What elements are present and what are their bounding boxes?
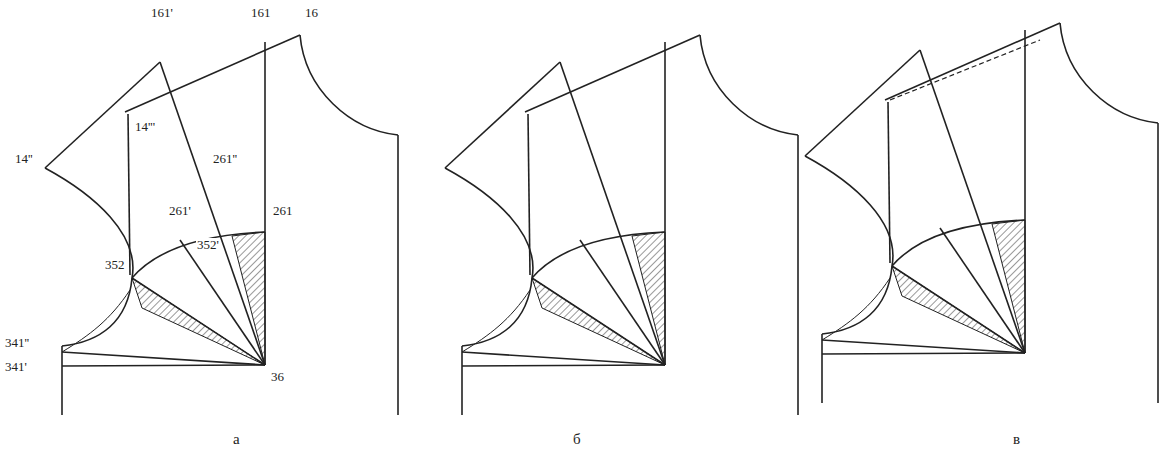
dashed-line [890, 40, 1040, 100]
point-label: 161 [250, 6, 272, 19]
panel-letter: а [232, 432, 241, 447]
panel-letter: б [572, 432, 582, 447]
point-label: 341'' [4, 336, 30, 349]
point-label: 352' [196, 238, 220, 251]
point-label: 261'' [212, 152, 238, 165]
pattern-panel [805, 23, 1158, 403]
point-label: 261' [168, 204, 192, 217]
point-label: 14''' [134, 120, 156, 133]
point-label: 161' [150, 6, 174, 19]
pattern-panel [45, 35, 398, 415]
panel-letter: в [1012, 432, 1021, 447]
point-label: 16 [304, 6, 319, 19]
point-label: 341' [4, 360, 28, 373]
point-label: 14'' [14, 152, 34, 165]
pattern-panel [445, 35, 798, 415]
point-label: 261 [272, 204, 294, 217]
point-label: 36 [270, 370, 285, 383]
point-label: 352 [104, 258, 126, 271]
